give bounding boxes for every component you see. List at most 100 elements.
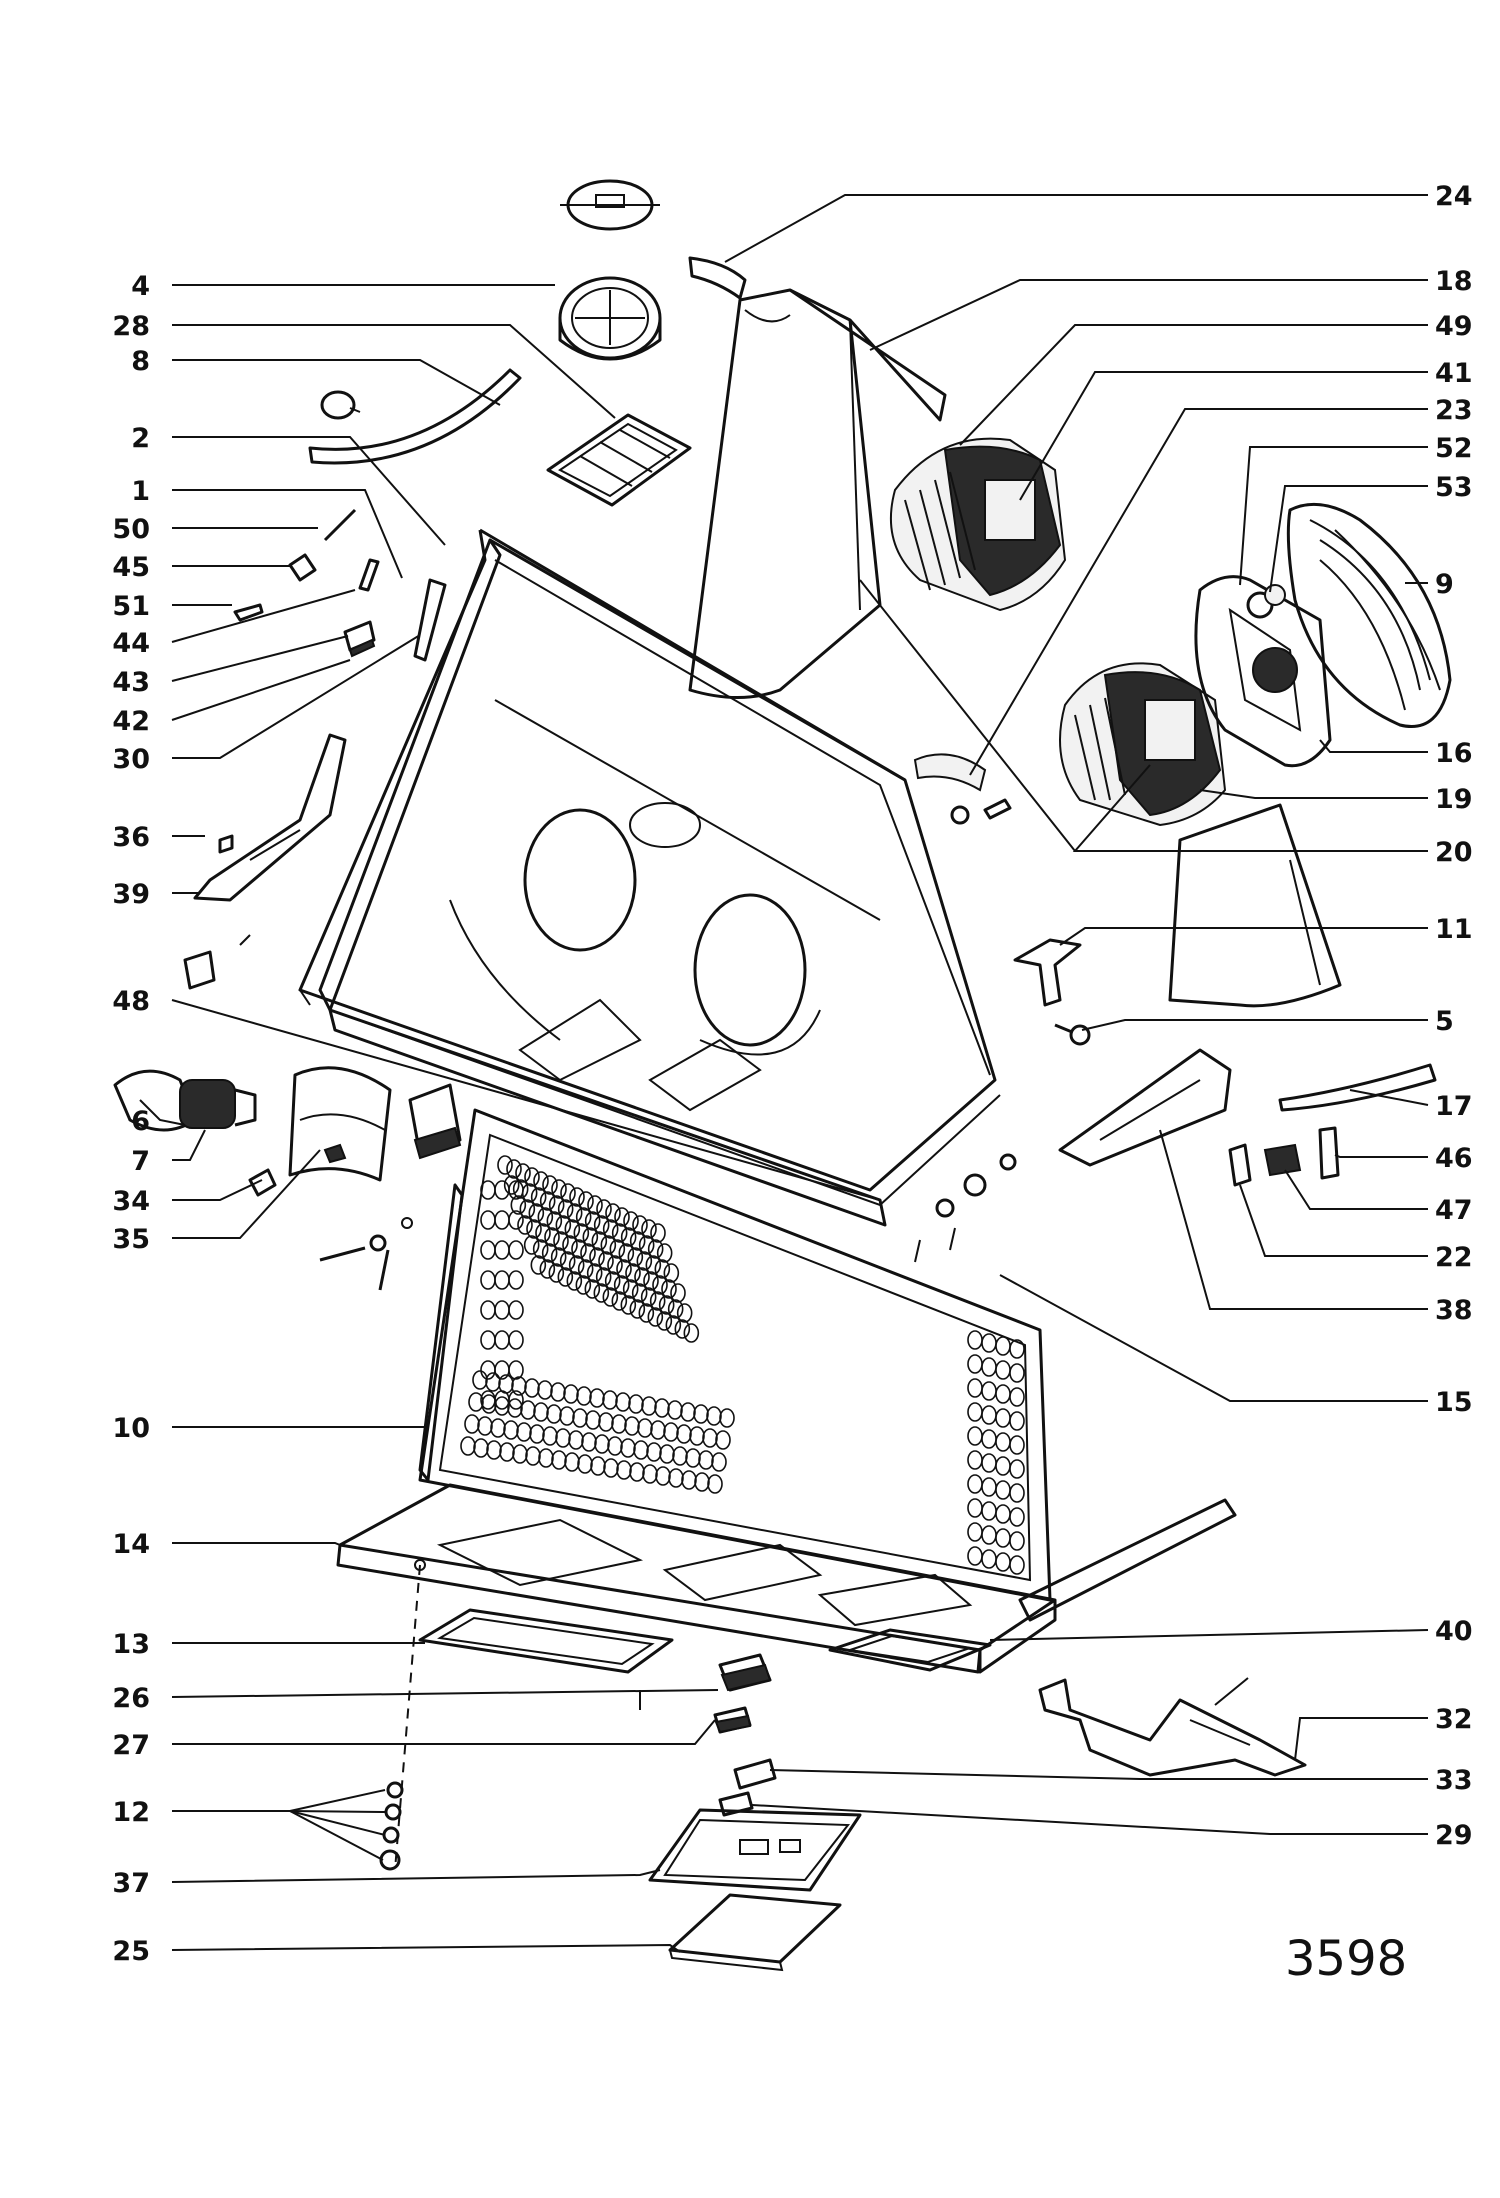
- perforation-hole: [494, 1240, 510, 1260]
- callout-16: 16: [1435, 738, 1473, 769]
- perforation-hole: [587, 1195, 603, 1215]
- perforation-hole: [995, 1408, 1011, 1428]
- screws-part: [319, 1217, 413, 1291]
- hood-housing-part: [298, 528, 1001, 1227]
- perforation-hole: [494, 1210, 510, 1230]
- perforation-hole: [967, 1426, 983, 1446]
- perforation-hole: [560, 1183, 576, 1203]
- drawing-number: 3598: [1285, 1931, 1407, 1987]
- perforation-hole: [589, 1247, 605, 1267]
- perforation-hole: [503, 1175, 520, 1195]
- perforation-hole: [655, 1466, 671, 1486]
- perforation-hole: [995, 1528, 1011, 1548]
- perforation-hole: [494, 1396, 510, 1416]
- perforation-hole: [995, 1432, 1011, 1452]
- perforation-hole: [494, 1180, 510, 1200]
- perforation-hole: [589, 1388, 605, 1408]
- perforation-hole: [694, 1472, 710, 1492]
- callout-51: 51: [112, 591, 150, 622]
- perforation-hole: [544, 1227, 560, 1247]
- perforation-hole: [995, 1336, 1011, 1356]
- perforation-hole: [593, 1283, 610, 1303]
- perforation-hole: [706, 1406, 722, 1426]
- perforation-hole: [480, 1300, 496, 1320]
- perforation-hole: [530, 1187, 547, 1207]
- callout-26: 26: [112, 1683, 150, 1714]
- callout-15: 15: [1435, 1387, 1473, 1418]
- curved-strip-part: [308, 368, 522, 465]
- callout-2: 2: [131, 423, 150, 454]
- perforation-hole: [646, 1442, 662, 1462]
- damper-ring-part: [558, 276, 662, 361]
- perforation-hole: [1009, 1531, 1025, 1551]
- perforation-hole: [638, 1235, 655, 1255]
- callout-27: 27: [112, 1730, 150, 1761]
- perforation-hole: [548, 1263, 565, 1283]
- small-hardware-left: [183, 508, 380, 990]
- perforation-hole: [551, 1450, 567, 1470]
- perforation-hole: [550, 1382, 566, 1402]
- callout-34: 34: [112, 1186, 150, 1217]
- callout-19: 19: [1435, 784, 1473, 815]
- perforation-hole: [511, 1376, 527, 1396]
- perforation-hole: [477, 1416, 493, 1436]
- perforation-hole: [548, 1195, 565, 1215]
- lamp-assembly-part: [113, 1069, 277, 1197]
- callout-46: 46: [1435, 1143, 1473, 1174]
- perforation-hole: [981, 1357, 997, 1377]
- perforation-hole: [663, 1422, 679, 1442]
- perforation-hole: [520, 1400, 536, 1420]
- perforation-hole: [663, 1263, 680, 1283]
- perforation-hole: [503, 1420, 519, 1440]
- perforation-hole: [1009, 1555, 1025, 1575]
- perforation-hole: [602, 1287, 619, 1307]
- callout-22: 22: [1435, 1242, 1473, 1273]
- lamp-shield-part: [288, 1066, 392, 1182]
- perforation-hole: [707, 1474, 723, 1494]
- perforation-hole: [1009, 1339, 1025, 1359]
- fasteners-middle: [914, 798, 1017, 1263]
- perforation-hole: [546, 1404, 562, 1424]
- perforation-hole: [967, 1522, 983, 1542]
- perforation-hole: [656, 1311, 673, 1331]
- callout-23: 23: [1435, 395, 1473, 426]
- perforation-hole: [523, 1235, 540, 1255]
- perforation-hole: [674, 1319, 691, 1339]
- perforation-hole: [643, 1271, 659, 1291]
- perforation-hole: [616, 1259, 632, 1279]
- callout-28: 28: [112, 311, 150, 342]
- perforation-hole: [623, 1211, 639, 1231]
- perforation-hole: [532, 1239, 549, 1259]
- perforation-hole: [631, 1283, 648, 1303]
- perforation-hole: [577, 1259, 594, 1279]
- perforation-hole: [508, 1210, 524, 1230]
- perforation-hole: [628, 1394, 644, 1414]
- perforation-hole: [981, 1405, 997, 1425]
- perforation-hole: [508, 1390, 524, 1410]
- perforation-hole: [670, 1283, 686, 1303]
- perforation-hole: [1009, 1363, 1025, 1383]
- callout-24: 24: [1435, 181, 1473, 212]
- perforation-hole: [647, 1307, 664, 1327]
- perforation-hole: [519, 1199, 536, 1219]
- callout-52: 52: [1435, 433, 1473, 464]
- perforation-hole: [572, 1408, 588, 1428]
- callout-30: 30: [112, 744, 150, 775]
- perforation-hole: [528, 1203, 545, 1223]
- perforation-hole: [620, 1295, 637, 1315]
- perforation-hole: [618, 1243, 635, 1263]
- callout-33: 33: [1435, 1765, 1473, 1796]
- motor-lower-part: [1059, 662, 1227, 827]
- perforation-hole: [586, 1263, 603, 1283]
- perforation-hole: [494, 1270, 510, 1290]
- perforation-hole: [521, 1183, 538, 1203]
- perforation-hole: [995, 1504, 1011, 1524]
- perforation-hole: [656, 1243, 673, 1263]
- perforation-hole: [650, 1420, 666, 1440]
- callout-1: 1: [131, 476, 150, 507]
- top-cap-part: [560, 179, 660, 231]
- screw-set-12-part: [379, 1559, 426, 1871]
- fan-grille-part: [1286, 502, 1452, 728]
